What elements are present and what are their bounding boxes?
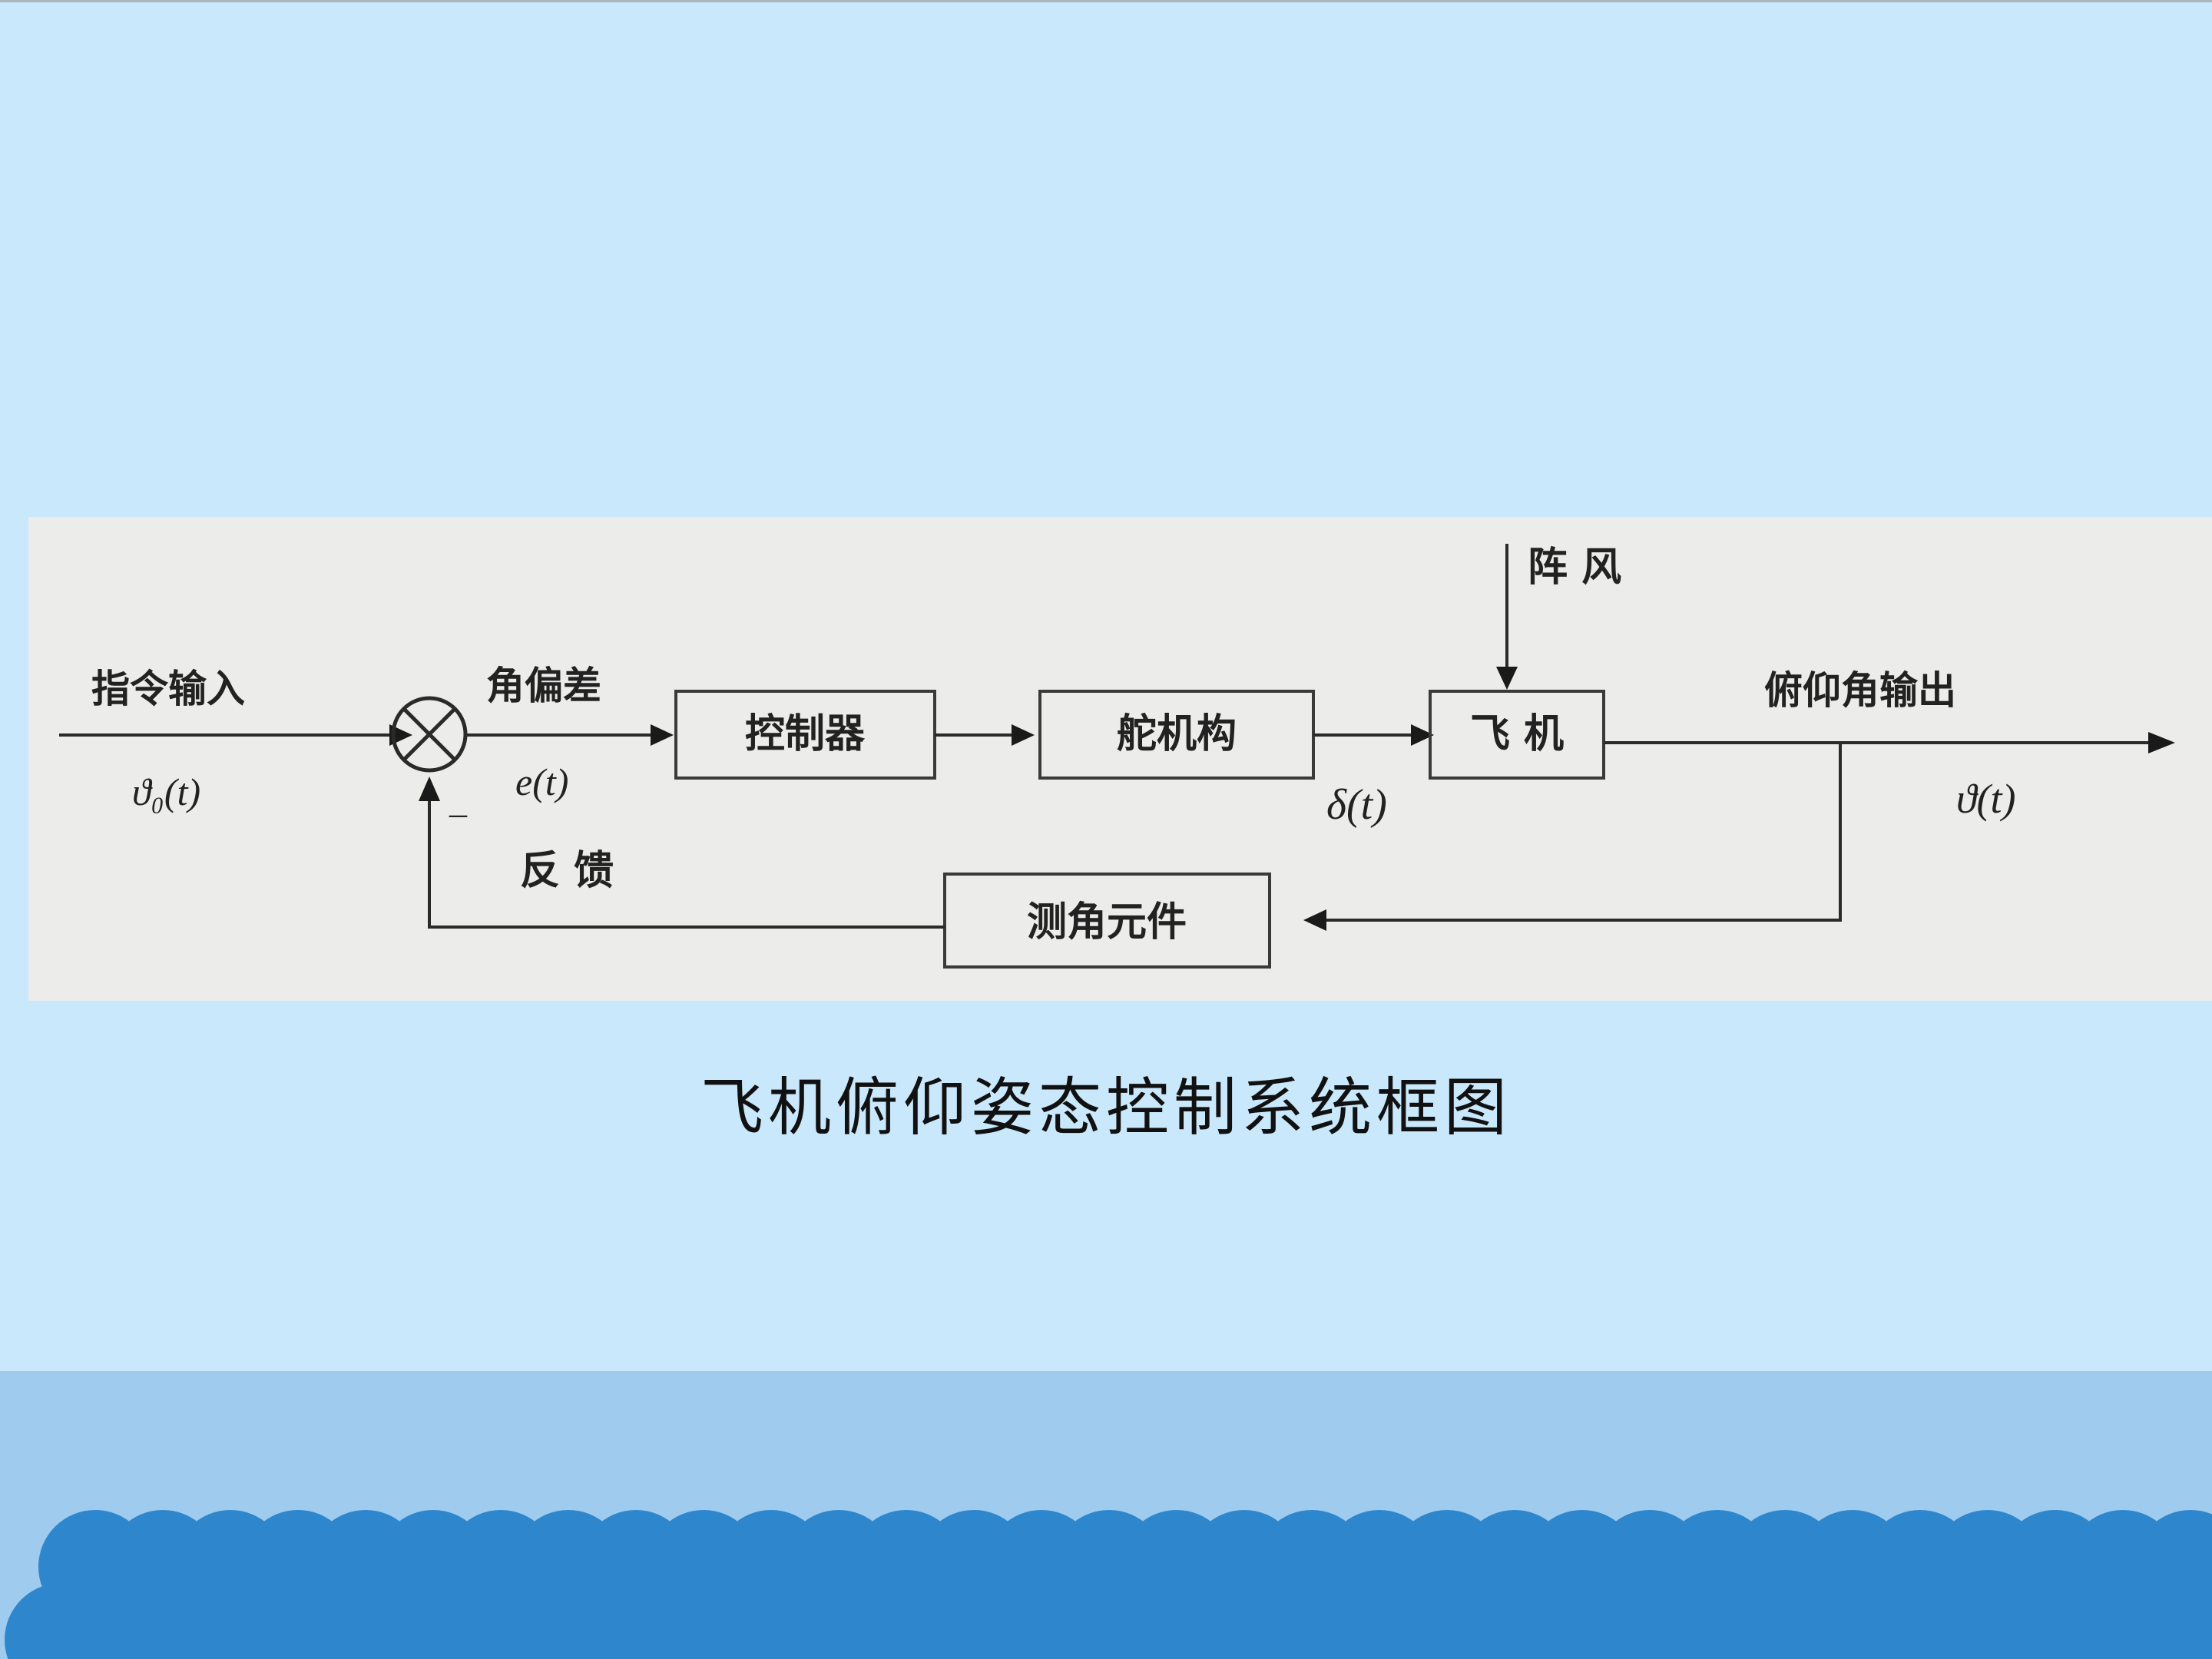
top-border	[0, 0, 2212, 2]
actuator-label: 舵机构	[1117, 710, 1237, 757]
command-symbol: ϑ₀(t)	[132, 770, 200, 813]
command-input-label: 指令输入	[91, 666, 245, 711]
gust-label: 阵 风	[1528, 544, 1621, 591]
sensor-block	[943, 873, 1271, 969]
feedback-return-line	[1326, 743, 1842, 922]
diagram-caption: 飞机俯仰姿态控制系统框图	[700, 1071, 1512, 1144]
block-diagram-panel: 指令输入 ϑ₀(t) _ 角偏差 e(t) 控制器 舵机构 δ(t) 阵 风	[28, 517, 2212, 1001]
output-symbol: ϑ(t)	[1956, 776, 2015, 822]
deflection-symbol: δ(t)	[1326, 781, 1387, 829]
scallop-shape	[2201, 1533, 2212, 1601]
aircraft-label: 飞 机	[1470, 710, 1564, 757]
minus-sign: _	[449, 781, 468, 820]
footer-band	[0, 1371, 2212, 1659]
block-diagram: 指令输入 ϑ₀(t) _ 角偏差 e(t) 控制器 舵机构 δ(t) 阵 风	[59, 544, 2175, 969]
feedback-label: 反 馈	[520, 847, 614, 894]
angle-error-label: 角偏差	[486, 663, 601, 708]
gust-arrowhead	[1496, 667, 1518, 690]
error-symbol: e(t)	[515, 760, 568, 803]
sensor-input-arrowhead	[1303, 909, 1326, 931]
aircraft-block	[1429, 690, 1605, 780]
feedback-line	[428, 801, 945, 929]
controller-label: 控制器	[745, 710, 866, 757]
error-arrowhead	[651, 724, 674, 746]
scallop-decoration	[5, 1510, 2212, 1659]
scallop-shape	[2167, 1584, 2212, 1659]
actuator-to-aircraft-arrowhead	[1411, 724, 1434, 746]
output-arrowhead	[2148, 732, 2175, 753]
pitch-output-label: 俯仰角输出	[1764, 667, 1956, 713]
sensor-label: 测角元件	[1027, 899, 1187, 945]
controller-to-actuator-arrowhead	[1012, 724, 1035, 746]
feedback-arrowhead	[419, 777, 440, 801]
